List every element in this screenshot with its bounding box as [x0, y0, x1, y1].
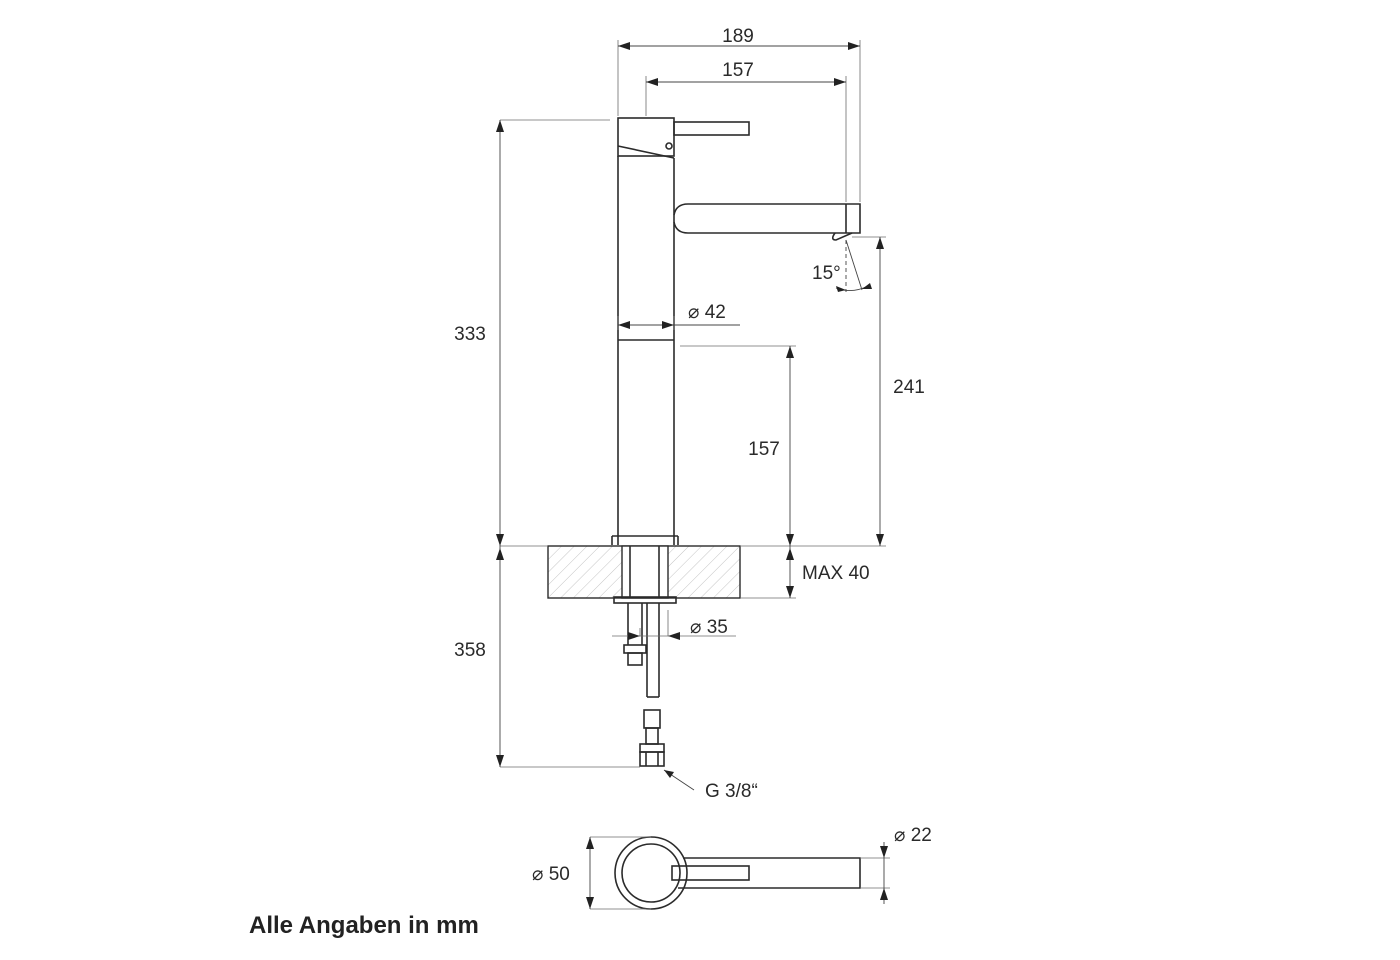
label-max-counter-thickness: MAX 40 — [802, 563, 870, 584]
label-spout-reach: 157 — [722, 60, 754, 81]
spout — [673, 203, 861, 234]
supply-hoses — [623, 603, 665, 767]
connector — [643, 709, 661, 729]
label-spout-angle: 15° — [812, 263, 841, 284]
base-inner-circle — [621, 843, 681, 903]
lever-arm — [673, 121, 750, 136]
dimension-lines — [496, 42, 884, 791]
label-below-counter-length: 358 — [454, 640, 486, 661]
label-lower-body-height: 157 — [748, 439, 780, 460]
units-note: Alle Angaben in mm — [249, 912, 479, 939]
faucet-side-view — [611, 117, 861, 545]
base-outer-circle — [614, 836, 688, 910]
shank-hole — [621, 545, 669, 599]
label-spout-height: 241 — [893, 377, 925, 398]
label-base-diameter: ⌀ 50 — [532, 864, 570, 885]
label-overall-width: 189 — [722, 26, 754, 47]
extension-lines — [500, 40, 886, 768]
label-connection-thread: G 3/8“ — [705, 781, 758, 802]
label-total-height: 333 — [454, 324, 486, 345]
spout-top — [678, 857, 861, 889]
label-handle-diameter: ⌀ 22 — [894, 825, 932, 846]
thread-fitting — [639, 751, 665, 767]
mounting-nut — [613, 596, 677, 604]
faucet-top-view — [586, 836, 890, 910]
lever-indicator — [665, 142, 673, 150]
countertop-section — [547, 545, 741, 604]
lever-bevel — [617, 145, 675, 159]
label-body-diameter: ⌀ 42 — [688, 302, 726, 323]
aerator — [831, 232, 853, 241]
dimension-labels: 189 157 333 ⌀ 42 157 241 15° MAX 40 ⌀ 35… — [454, 26, 932, 885]
lever-head — [617, 117, 675, 157]
lever-top — [671, 865, 750, 881]
label-shank-diameter: ⌀ 35 — [690, 617, 728, 638]
